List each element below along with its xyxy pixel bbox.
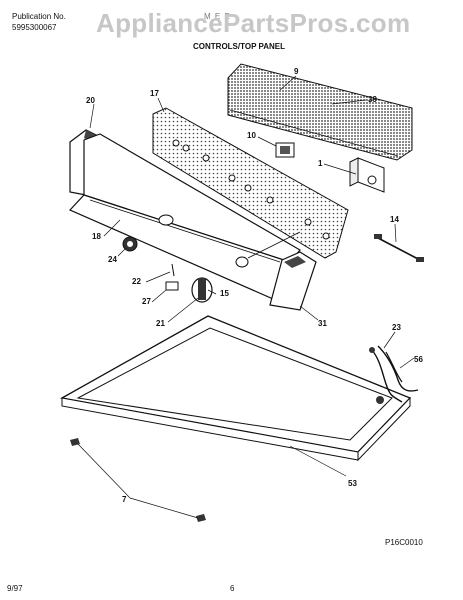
callout-18: 18	[92, 232, 101, 241]
callout-21: 21	[156, 319, 165, 328]
watermark: AppliancePartsPros.com	[96, 8, 411, 38]
component-10	[275, 142, 295, 158]
knob-24	[122, 236, 138, 252]
callout-10: 10	[247, 131, 256, 140]
callout-24: 24	[108, 255, 117, 264]
callout-53: 53	[348, 479, 357, 488]
timer	[349, 157, 385, 193]
callout-14: 14	[390, 215, 399, 224]
backguard-frame	[68, 133, 301, 303]
callout-22: 22	[132, 277, 141, 286]
wire-harness-23	[369, 345, 419, 404]
callout-39: 39	[368, 95, 377, 104]
page-number: 6	[230, 584, 235, 593]
callout-56: 56	[414, 355, 423, 364]
knob-21	[191, 277, 213, 303]
callout-labels: 20 17 9 39 10 1 14 18 24 22 27 15 21 31 …	[86, 67, 423, 504]
callout-7: 7	[122, 495, 127, 504]
model-number: M E E	[204, 12, 231, 21]
callout-27: 27	[142, 297, 151, 306]
figure-reference: P16C0010	[385, 538, 423, 547]
top-panel	[60, 315, 412, 462]
back-panel	[227, 63, 413, 161]
leader-lines	[77, 75, 415, 519]
callout-9: 9	[294, 67, 299, 76]
harness-14	[374, 234, 424, 262]
callout-20: 20	[86, 96, 95, 105]
end-cap-right	[269, 251, 317, 311]
publication-number: 5995300067	[12, 23, 57, 32]
section-title: CONTROLS/TOP PANEL	[193, 42, 286, 51]
callout-17: 17	[150, 89, 159, 98]
callout-23: 23	[392, 323, 401, 332]
control-console	[152, 107, 349, 259]
part-22-27	[165, 263, 179, 291]
screw-7	[70, 438, 206, 522]
footer-date: 9/97	[7, 584, 23, 593]
callout-1: 1	[318, 159, 323, 168]
publication-label: Publication No.	[12, 12, 66, 21]
callout-15: 15	[220, 289, 229, 298]
callout-31: 31	[318, 319, 327, 328]
